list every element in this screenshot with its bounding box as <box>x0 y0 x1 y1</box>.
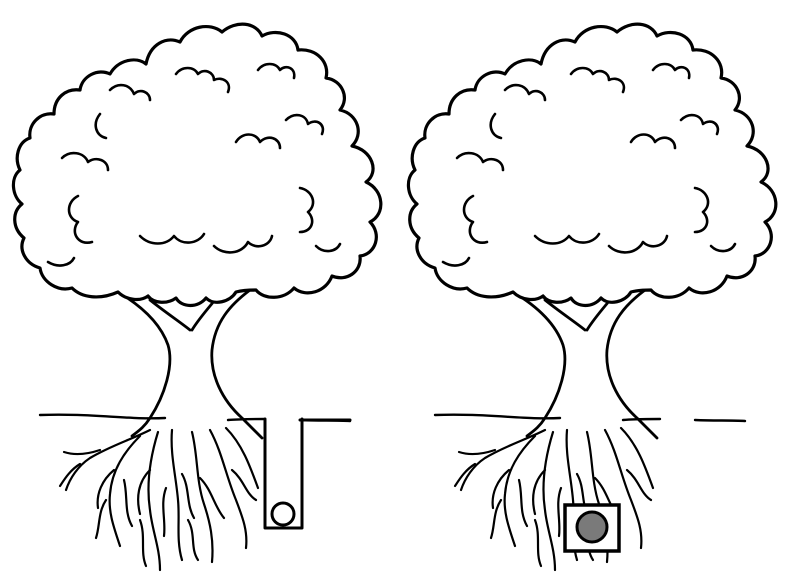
left-hidden-object <box>272 503 294 525</box>
left-tree <box>13 24 380 570</box>
right-tree-panel <box>408 24 775 570</box>
left-tree-panel <box>13 24 380 570</box>
right-tree <box>408 24 775 570</box>
right-hidden-object <box>577 512 607 542</box>
